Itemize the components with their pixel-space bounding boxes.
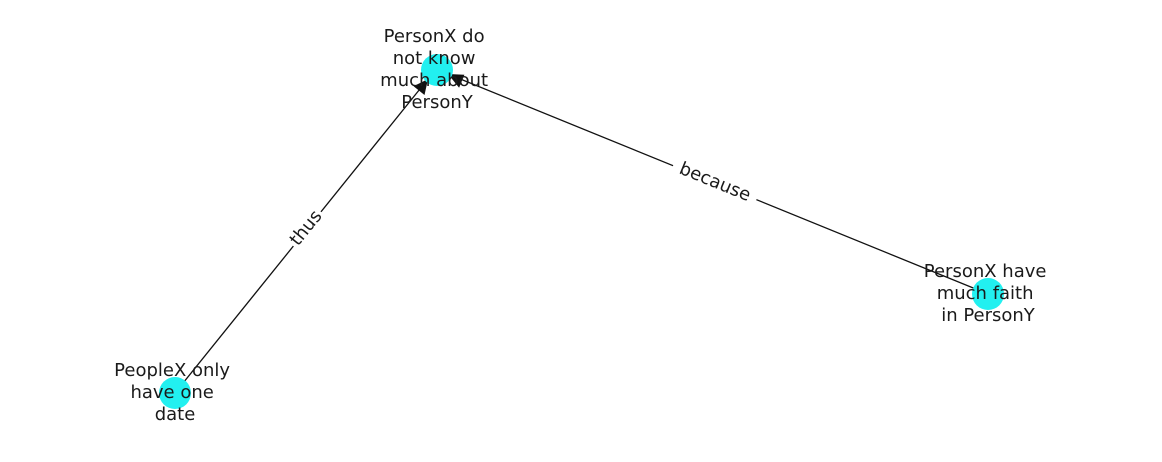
node-label-line: PeopleX only [114, 360, 230, 381]
node-circle [159, 377, 191, 409]
edge-because-label-bg [668, 152, 762, 212]
node-circle [421, 54, 453, 86]
node-label: PeopleX only have one date [114, 360, 236, 425]
node-label: PersonX have much faith in PersonY [924, 261, 1052, 326]
node-personx-do-not-know: PersonX do not know much about PersonY [380, 26, 494, 113]
node-personx-have-much-faith: PersonX have much faith in PersonY [924, 261, 1052, 326]
node-peoplex-only-have-one-date: PeopleX only have one date [114, 360, 236, 425]
node-label-line: much faith [937, 283, 1034, 304]
edge-because-arrowhead [448, 74, 465, 88]
node-label-line: PersonX have [924, 261, 1047, 282]
node-circle [972, 278, 1004, 310]
edge-thus-arrowhead [413, 79, 428, 95]
node-label-line: not know [393, 48, 476, 69]
edge-because: because [447, 73, 989, 295]
node-label-line: in PersonY [941, 305, 1036, 326]
edge-thus-label-bg [282, 202, 330, 254]
node-label-line: date [155, 404, 196, 425]
edge-thus: thus [174, 78, 429, 394]
node-label-line: have one [130, 382, 213, 403]
node-label-line: PersonY [401, 92, 473, 113]
node-label-line: much about [380, 70, 488, 91]
node-label: PersonX do not know much about PersonY [380, 26, 494, 113]
node-label-line: PersonX do [384, 26, 485, 47]
edge-because-label: because [676, 158, 754, 206]
